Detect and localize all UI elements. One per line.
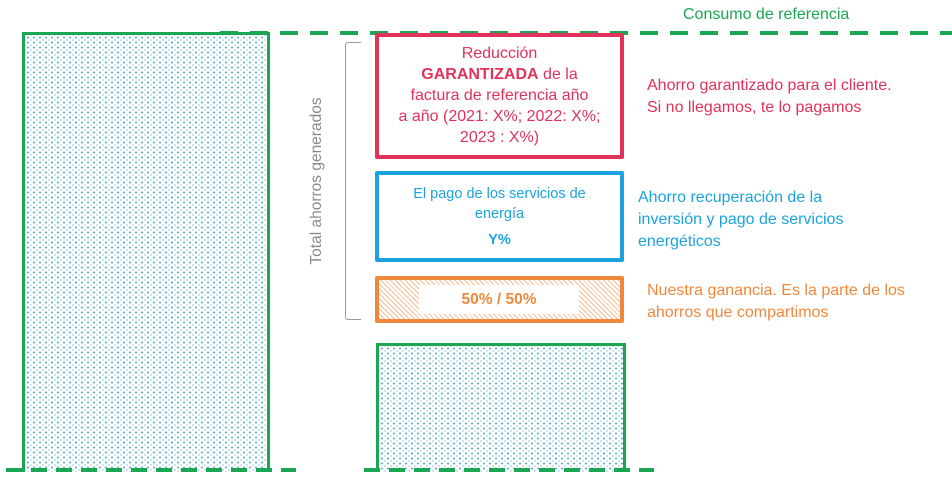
shared-profit-box: 50% / 50%	[375, 276, 624, 323]
services-annotation-line-2: inversión y pago de servicios	[638, 211, 844, 228]
guaranteed-line-5: 2023 : X%)	[459, 129, 540, 146]
total-savings-bracket	[345, 42, 361, 320]
baseline-consumption-bar	[22, 32, 270, 472]
guaranteed-reduction-box: Reducción GARANTIZADA de la factura de r…	[375, 33, 624, 159]
profit-annotation: Nuestra ganancia. Es la parte de los aho…	[647, 280, 905, 324]
guaranteed-line-2: GARANTIZADA de la	[379, 64, 620, 85]
services-line-1: El pago de los servicios de	[413, 186, 586, 202]
services-value: Y%	[488, 232, 511, 248]
services-annotation-line-1: Ahorro recuperación de la	[638, 189, 823, 206]
guaranteed-annotation-line-2: Si no llegamos, te lo pagamos	[647, 99, 862, 116]
guaranteed-line-4: a año (2021: X%; 2022: X%;	[398, 108, 601, 125]
profit-split-value: 50% / 50%	[419, 285, 579, 314]
services-annotation: Ahorro recuperación de la inversión y pa…	[638, 187, 843, 253]
total-savings-label: Total ahorros generados	[308, 97, 325, 265]
guaranteed-annotation: Ahorro garantizado para el cliente. Si n…	[647, 75, 892, 119]
baseline-right	[364, 468, 654, 472]
energy-services-box: El pago de los servicios de energía Y%	[375, 171, 624, 262]
guaranteed-line-3: factura de referencia año	[410, 87, 589, 104]
guaranteed-keyword: GARANTIZADA	[421, 66, 539, 83]
guaranteed-annotation-line-1: Ahorro garantizado para el cliente.	[647, 77, 892, 94]
profit-annotation-line-1: Nuestra ganancia. Es la parte de los	[647, 282, 905, 299]
services-annotation-line-3: energéticos	[638, 233, 721, 250]
services-line-2: energía	[474, 206, 525, 222]
guaranteed-line-2-rest: de la	[538, 66, 578, 83]
profit-annotation-line-2: ahorros que compartimos	[647, 304, 829, 321]
guaranteed-line-1: Reducción	[461, 45, 538, 62]
baseline-left	[6, 468, 296, 472]
reference-consumption-label: Consumo de referencia	[683, 6, 850, 23]
new-consumption-bar	[376, 343, 626, 472]
